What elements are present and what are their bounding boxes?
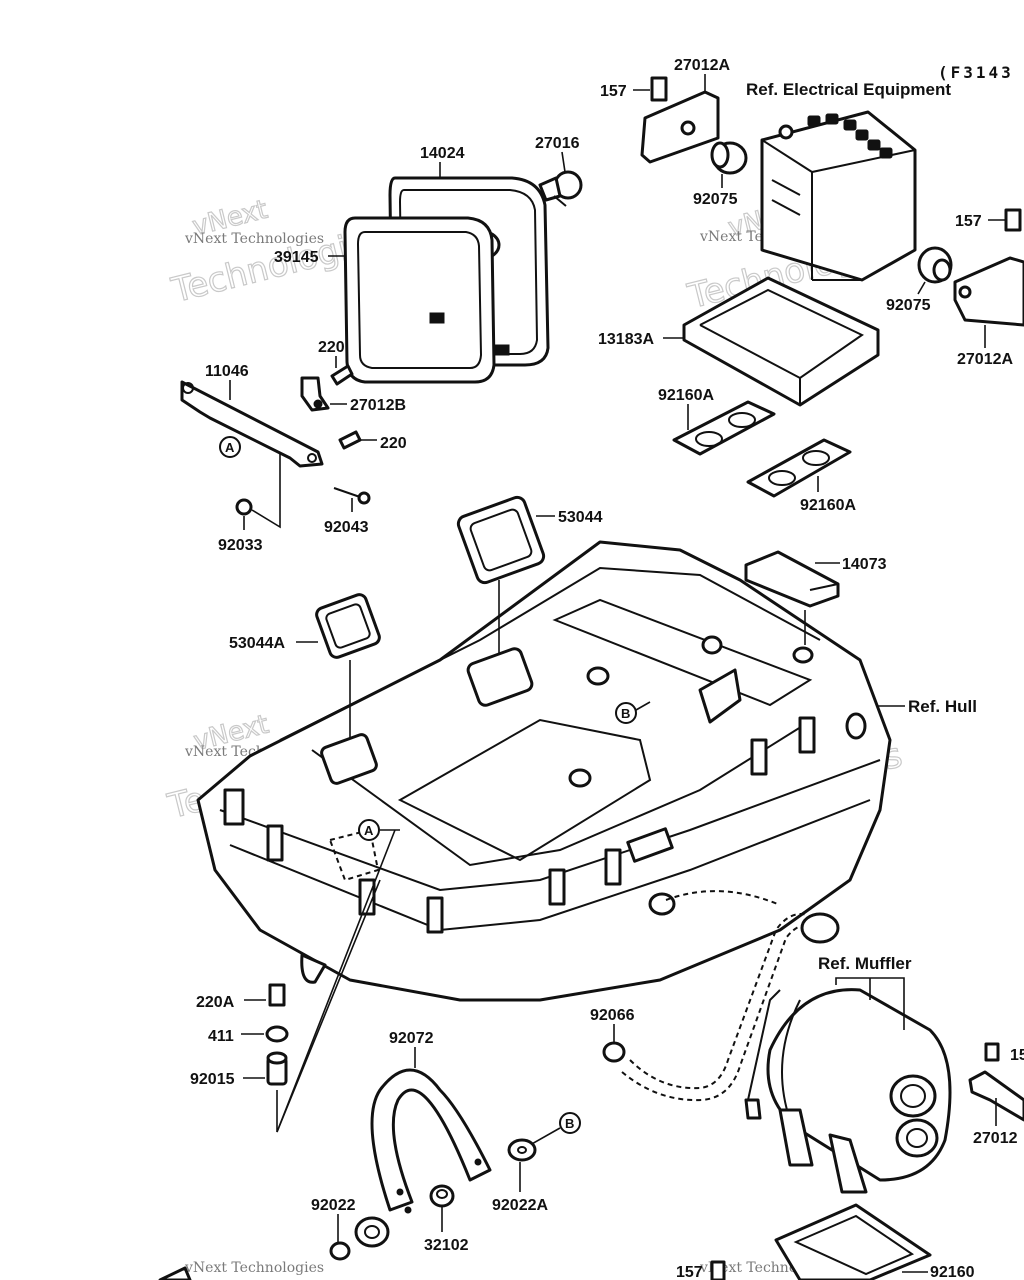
label-53044: 53044 <box>558 509 603 526</box>
strap-92072 <box>370 1068 492 1214</box>
grommet-92075-right <box>917 246 953 284</box>
label-92015: 92015 <box>190 1071 235 1088</box>
ref-hull: Ref. Hull <box>908 697 977 716</box>
drain-pipe <box>621 890 840 1102</box>
label-27012a-right: 27012A <box>957 351 1013 368</box>
ref-muffler: Ref. Muffler <box>818 954 912 973</box>
label-39145: 39145 <box>274 249 319 266</box>
screw-220-mid <box>338 430 362 450</box>
washer-92022 <box>329 1216 390 1261</box>
gasket-53044 <box>456 495 546 585</box>
bolt-157-bottom <box>710 1260 726 1280</box>
pad-92160a-lower <box>746 438 852 498</box>
bracket-27012a-top <box>640 76 720 164</box>
marker-b-hull: B <box>615 702 637 724</box>
label-157-right: 157 <box>955 213 982 230</box>
label-92066: 92066 <box>590 1007 635 1024</box>
label-411: 411 <box>208 1028 234 1045</box>
diagram-code: (F3143 <box>938 63 1014 82</box>
pad-14073-seat <box>792 646 814 664</box>
label-27012-cut: 27012 <box>973 1130 1018 1147</box>
label-32102: 32102 <box>424 1237 469 1254</box>
label-92075-right: 92075 <box>886 297 931 314</box>
bracket-27012-cut <box>968 1042 1024 1122</box>
svg-text:B: B <box>621 706 630 721</box>
label-92022a: 92022A <box>492 1197 548 1214</box>
label-53044a: 53044A <box>229 635 285 652</box>
clip-27012b <box>300 376 330 412</box>
pad-92160a-upper <box>672 400 776 456</box>
label-92022: 92022 <box>311 1197 356 1214</box>
label-27016: 27016 <box>535 135 580 152</box>
pad-14073 <box>744 550 840 608</box>
label-14024: 14024 <box>420 145 465 162</box>
svg-text:B: B <box>565 1116 574 1131</box>
hinge-bar-11046 <box>180 380 324 468</box>
gasket-53044a <box>315 593 381 659</box>
pin-92043 <box>333 487 371 505</box>
cut-off-part-bottom-left <box>158 1266 192 1280</box>
label-27012b: 27012B <box>350 397 406 414</box>
label-92160a-upper: 92160A <box>658 387 714 404</box>
svg-text:A: A <box>364 823 374 838</box>
grommet-92066 <box>602 1041 626 1063</box>
washer-411 <box>265 1025 289 1043</box>
label-92033: 92033 <box>218 537 263 554</box>
battery-tray-13183a <box>682 276 880 407</box>
label-14073: 14073 <box>842 556 887 573</box>
muffler-drawing <box>744 988 952 1194</box>
hull-drawing <box>196 540 892 1002</box>
grommet-92075-top <box>710 141 748 175</box>
marker-a-hull: A <box>358 819 380 841</box>
watermark-label-top-left: vNext Technologies <box>184 231 324 247</box>
label-92075-top: 92075 <box>693 191 738 208</box>
gasket-53044a-hull-seat <box>320 733 378 785</box>
bolt-220a <box>268 983 286 1007</box>
screw-220-top <box>330 364 354 386</box>
marker-b-lower: B <box>559 1112 581 1134</box>
latch-27016 <box>538 170 583 207</box>
marker-a-hinge: A <box>219 436 241 458</box>
label-220-mid: 220 <box>380 435 407 452</box>
label-220-top: 220 <box>318 339 345 356</box>
pad-92160 <box>774 1203 932 1280</box>
label-92072: 92072 <box>389 1030 434 1047</box>
ref-electrical-equipment: Ref. Electrical Equipment <box>746 80 951 99</box>
battery-drawing <box>760 110 917 282</box>
label-15-cut: 15 <box>1010 1047 1024 1064</box>
label-27012a-top: 27012A <box>674 57 730 74</box>
label-11046: 11046 <box>205 363 249 380</box>
bracket-27012a-right <box>953 208 1024 327</box>
label-92160: 92160 <box>930 1264 975 1280</box>
gasket-53044-hull-seat <box>466 647 534 707</box>
watermark-label-bottom-left: vNext Technologies <box>184 1260 324 1276</box>
nut-32102 <box>429 1184 455 1208</box>
label-13183a: 13183A <box>598 331 654 348</box>
label-157-top: 157 <box>600 83 627 100</box>
collar-92015 <box>266 1051 288 1086</box>
gasket-39145 <box>343 216 510 384</box>
label-92160a-lower: 92160A <box>800 497 856 514</box>
label-220a: 220A <box>196 994 235 1011</box>
svg-text:A: A <box>225 440 235 455</box>
washer-92022a <box>507 1138 537 1162</box>
label-157-bottom: 157 <box>676 1264 703 1280</box>
nut-92033 <box>235 498 253 516</box>
label-92043: 92043 <box>324 519 369 536</box>
